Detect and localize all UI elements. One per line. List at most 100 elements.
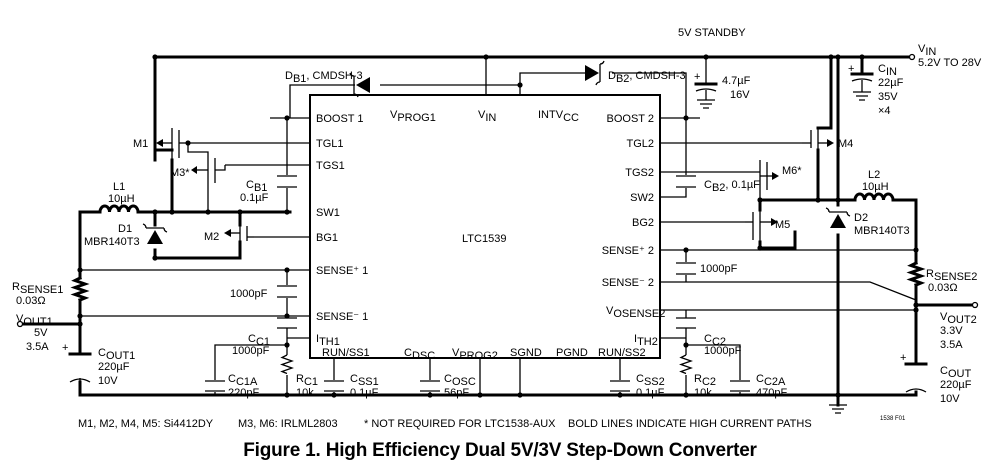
resistor-rc1 bbox=[280, 354, 294, 375]
footnotes: M1, M2, M4, M5: Si4412DY M3, M6: IRLML28… bbox=[78, 416, 906, 430]
label-l1-name: L1 bbox=[113, 181, 125, 193]
label-rsense1: RSENSE1 bbox=[12, 281, 63, 296]
label-standby: 5V STANDBY bbox=[678, 27, 746, 39]
mosfet-m6 bbox=[759, 160, 779, 200]
label-rsense2-value: 0.03Ω bbox=[928, 282, 958, 294]
pin-cdsc: CDSC bbox=[404, 347, 435, 362]
capacitor-cout bbox=[904, 362, 928, 393]
pin-vin: VIN bbox=[478, 109, 496, 124]
pin-pgnd: PGND bbox=[556, 347, 588, 359]
figure-file-code: 1538 F01 bbox=[880, 416, 906, 422]
capacitor-cc1 bbox=[277, 316, 297, 338]
plus-cout1: + bbox=[62, 342, 68, 354]
capacitor-cosc bbox=[420, 380, 440, 392]
capacitor-1000pf-left bbox=[277, 285, 297, 298]
pin-tgl1: TGL1 bbox=[316, 138, 344, 150]
chip-body bbox=[309, 94, 661, 359]
mosfet-m4 bbox=[802, 128, 834, 150]
pin-intvcc: INTVCC bbox=[538, 109, 579, 124]
label-cb2: CB2, 0.1µF bbox=[704, 179, 760, 194]
capacitor-4-7uf bbox=[694, 57, 718, 109]
label-vin-range: 5.2V TO 28V bbox=[918, 57, 982, 69]
pin-sgnd: SGND bbox=[510, 347, 542, 359]
label-cin-v3: ×4 bbox=[878, 105, 891, 117]
mosfet-m5 bbox=[745, 210, 778, 242]
label-m2: M2 bbox=[204, 231, 219, 243]
label-m6: M6* bbox=[782, 165, 802, 177]
plus-cin: + bbox=[848, 63, 854, 75]
inductor-l2 bbox=[853, 192, 895, 202]
junction-dots bbox=[77, 54, 919, 398]
note-bold-lines: BOLD LINES INDICATE HIGH CURRENT PATHS bbox=[568, 418, 812, 430]
label-vout2-v: 3.3V bbox=[940, 325, 963, 337]
pin-vosense2: VOSENSE2 bbox=[606, 305, 665, 320]
label-l2-value: 10µH bbox=[862, 181, 889, 193]
label-cc2a: CC2A bbox=[756, 373, 786, 388]
inductor-l1 bbox=[98, 204, 140, 214]
capacitor-cout1 bbox=[68, 352, 92, 383]
diode-db1 bbox=[349, 72, 370, 98]
label-l2-name: L2 bbox=[868, 169, 880, 181]
chip-name: LTC1539 bbox=[462, 233, 506, 245]
label-d1-name: D1 bbox=[118, 223, 132, 235]
label-db2: DB2, CMDSH-3 bbox=[608, 70, 686, 85]
pin-run-ss2: RUN/SS2 bbox=[598, 347, 646, 359]
label-1000pf-left: 1000pF bbox=[230, 288, 268, 300]
label-c47-v2: 16V bbox=[730, 89, 750, 101]
pin-sw1: SW1 bbox=[316, 207, 340, 219]
label-vout1: VOUT1 bbox=[16, 313, 53, 328]
pin-ith2: ITH2 bbox=[634, 333, 658, 348]
mosfet-m1 bbox=[156, 128, 188, 160]
label-d2-name: D2 bbox=[854, 212, 868, 224]
pin-tgl2: TGL2 bbox=[626, 138, 654, 150]
component-symbols bbox=[16, 53, 979, 414]
label-db1: DB1, CMDSH-3 bbox=[285, 70, 363, 85]
label-m4: M4 bbox=[838, 138, 853, 150]
pin-sense-minus-2: SENSE⁻ 2 bbox=[602, 277, 654, 289]
note-mosfets-a: M1, M2, M4, M5: Si4412DY bbox=[78, 418, 214, 430]
note-mosfets-b: M3, M6: IRLML2803 bbox=[238, 418, 338, 430]
label-cout-v1: 220µF bbox=[940, 379, 972, 391]
label-css2: CSS2 bbox=[636, 373, 665, 388]
label-cout1-v2: 10V bbox=[98, 375, 118, 387]
resistor-rsense2 bbox=[906, 260, 926, 287]
label-vout2: VOUT2 bbox=[940, 311, 977, 326]
pin-vprog2: VPROG2 bbox=[452, 347, 498, 362]
pin-boost2: BOOST 2 bbox=[607, 113, 654, 125]
pin-sw2: SW2 bbox=[630, 192, 654, 204]
label-cosc: COSC bbox=[444, 373, 476, 388]
label-rsense2: RSENSE2 bbox=[926, 268, 977, 283]
chip-labels: LTC1539 BOOST 1 TGL1 TGS1 SW1 BG1 SENSE⁺… bbox=[316, 109, 665, 362]
resistor-rsense1 bbox=[70, 275, 90, 302]
pin-sense-minus-1: SENSE⁻ 1 bbox=[316, 311, 368, 323]
plus-c47: + bbox=[694, 71, 700, 83]
label-rsense1-value: 0.03Ω bbox=[16, 295, 46, 307]
diode-d1 bbox=[142, 223, 168, 244]
label-vin: VIN bbox=[918, 43, 936, 58]
label-cc1: CC1 bbox=[248, 333, 270, 348]
label-rc2-value: 10k bbox=[694, 387, 712, 399]
capacitor-cc2 bbox=[676, 310, 696, 338]
label-cc2: CC2 bbox=[704, 333, 726, 348]
label-cc1-value: 1000pF bbox=[232, 345, 270, 357]
capacitor-cb1 bbox=[277, 175, 297, 188]
label-cb1-value: 0.1µF bbox=[240, 192, 269, 204]
capacitor-cb2 bbox=[676, 175, 696, 188]
capacitor-cc1a bbox=[205, 380, 225, 392]
capacitor-1000pf-right bbox=[676, 262, 696, 275]
pin-tgs1: TGS1 bbox=[316, 160, 345, 172]
label-l1-value: 10µH bbox=[108, 193, 135, 205]
mosfet-m3 bbox=[187, 143, 226, 212]
ground-symbol bbox=[829, 404, 847, 414]
resistor-rc2 bbox=[679, 354, 693, 375]
label-rc2: RC2 bbox=[694, 373, 716, 388]
label-m1: M1 bbox=[133, 138, 148, 150]
label-d1-part: MBR140T3 bbox=[84, 236, 140, 248]
note-not-required: * NOT REQUIRED FOR LTC1538-AUX bbox=[364, 418, 556, 430]
label-rc1: RC1 bbox=[296, 373, 318, 388]
pin-bg2: BG2 bbox=[632, 217, 654, 229]
mosfet-m2 bbox=[224, 225, 254, 242]
label-vout2-i: 3.5A bbox=[940, 339, 963, 351]
label-rc1-value: 10k bbox=[296, 387, 314, 399]
